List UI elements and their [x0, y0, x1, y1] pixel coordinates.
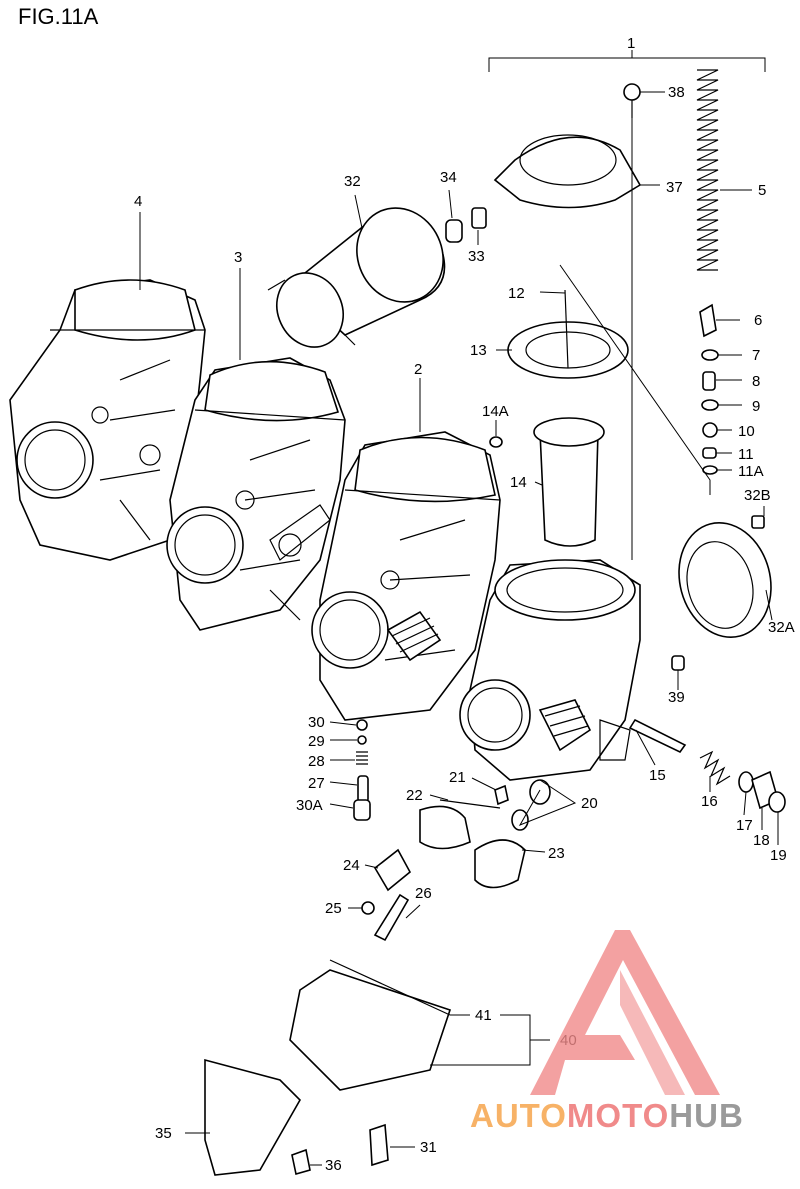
label-18: 18	[753, 832, 770, 849]
label-3: 3	[234, 249, 242, 266]
label-7: 7	[752, 347, 760, 364]
leader-lines	[139, 50, 779, 1166]
diaphragm	[507, 289, 629, 379]
label-13: 13	[470, 342, 487, 359]
label-38: 38	[668, 84, 685, 101]
label-32b: 32B	[744, 487, 771, 504]
label-36: 36	[325, 1157, 342, 1174]
label-35: 35	[155, 1125, 172, 1142]
label-22: 22	[406, 787, 423, 804]
label-37: 37	[666, 179, 683, 196]
label-41: 41	[475, 1007, 492, 1024]
label-32: 32	[344, 173, 361, 190]
label-25: 25	[325, 900, 342, 917]
label-31: 31	[420, 1139, 437, 1156]
label-26: 26	[415, 885, 432, 902]
label-30a: 30A	[296, 797, 323, 814]
callout-labels: 1 2 3 4 5 6 7 8 9 10 11 11A 12 13 14 14A…	[134, 35, 795, 1174]
label-24: 24	[343, 857, 360, 874]
label-16: 16	[701, 793, 718, 810]
carburetor-4	[9, 279, 206, 561]
label-33: 33	[468, 248, 485, 265]
label-29: 29	[308, 733, 325, 750]
label-39: 39	[668, 689, 685, 706]
label-2: 2	[414, 361, 422, 378]
carburetor-1	[459, 559, 641, 781]
label-14a: 14A	[482, 403, 509, 420]
label-17: 17	[736, 817, 753, 834]
carburetor-2	[311, 431, 501, 721]
label-32a: 32A	[768, 619, 795, 636]
watermark-moto: MOTO	[566, 1097, 670, 1134]
label-8: 8	[752, 373, 760, 390]
label-12: 12	[508, 285, 525, 302]
label-23: 23	[548, 845, 565, 862]
carburetor-3	[166, 357, 346, 631]
label-11: 11	[738, 446, 754, 463]
small-hardware	[204, 83, 786, 1176]
label-5: 5	[758, 182, 766, 199]
label-1: 1	[627, 35, 635, 52]
label-19: 19	[770, 847, 787, 864]
watermark-auto: AUTO	[470, 1097, 567, 1134]
watermark-text: AUTOMOTOHUB	[470, 1097, 744, 1135]
watermark-logo-icon	[530, 930, 720, 1095]
watermark-hub: HUB	[669, 1097, 744, 1134]
label-4: 4	[134, 193, 142, 210]
top-cap	[493, 134, 642, 209]
label-30: 30	[308, 714, 325, 731]
label-11a: 11A	[738, 463, 764, 480]
label-6: 6	[754, 312, 762, 329]
intake-boot	[678, 521, 772, 639]
label-28: 28	[308, 753, 325, 770]
label-27: 27	[308, 775, 325, 792]
spring	[696, 69, 719, 271]
label-20: 20	[581, 795, 598, 812]
label-14: 14	[510, 474, 527, 491]
figure-title: FIG.11A	[18, 4, 99, 29]
intake-funnel	[267, 207, 446, 348]
label-10: 10	[738, 423, 755, 440]
label-9: 9	[752, 398, 760, 415]
label-15: 15	[649, 767, 666, 784]
label-34: 34	[440, 169, 457, 186]
label-21: 21	[449, 769, 466, 786]
piston-valve	[533, 417, 605, 547]
